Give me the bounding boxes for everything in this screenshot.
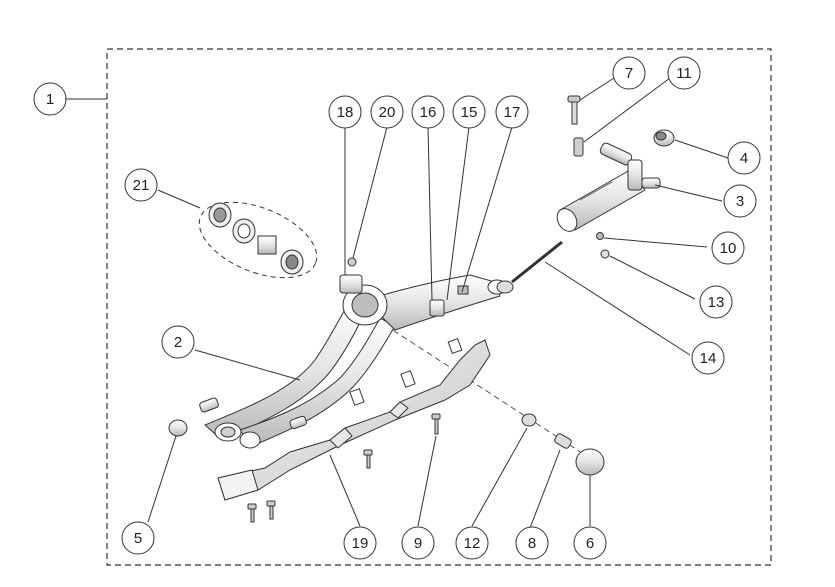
end-cap-part xyxy=(653,129,675,147)
svg-text:18: 18 xyxy=(337,104,354,121)
svg-text:10: 10 xyxy=(720,240,737,257)
svg-text:9: 9 xyxy=(414,535,422,552)
svg-text:11: 11 xyxy=(676,65,692,82)
svg-text:15: 15 xyxy=(461,104,478,121)
sleeve-part xyxy=(573,137,584,157)
svg-text:5: 5 xyxy=(134,530,142,547)
leader-lines xyxy=(66,77,729,529)
callout-12: 12 xyxy=(455,526,489,560)
plug-part xyxy=(168,419,188,437)
svg-text:21: 21 xyxy=(133,177,150,194)
callout-5: 5 xyxy=(121,521,155,555)
svg-text:17: 17 xyxy=(504,104,521,121)
fitting-part xyxy=(554,433,572,449)
svg-text:19: 19 xyxy=(352,535,369,552)
callout-19: 19 xyxy=(343,526,377,560)
svg-text:13: 13 xyxy=(708,294,725,311)
nut-part xyxy=(596,232,604,240)
callout-9: 9 xyxy=(401,526,435,560)
pin-part xyxy=(567,95,581,125)
svg-text:16: 16 xyxy=(420,104,437,121)
callout-16: 16 xyxy=(411,95,445,129)
callout-15: 15 xyxy=(452,95,486,129)
grease-nipple-part xyxy=(347,257,357,267)
runner-part xyxy=(217,338,491,501)
washer-small-part xyxy=(600,249,610,259)
callout-14: 14 xyxy=(691,341,725,375)
callout-1: 1 xyxy=(33,82,67,116)
callout-7: 7 xyxy=(612,56,646,90)
long-bolt-part xyxy=(496,240,563,294)
callout-3: 3 xyxy=(723,184,757,218)
badge-cap-part xyxy=(575,448,605,476)
callout-10: 10 xyxy=(711,231,745,265)
callout-2: 2 xyxy=(161,325,195,359)
callout-17: 17 xyxy=(495,95,529,129)
bearing-kit-group xyxy=(198,201,318,279)
svg-text:4: 4 xyxy=(740,150,748,167)
tube-part xyxy=(556,142,661,232)
bearing-set-part xyxy=(208,202,304,275)
callout-4: 4 xyxy=(727,141,761,175)
svg-text:7: 7 xyxy=(625,65,633,82)
svg-text:20: 20 xyxy=(379,104,396,121)
svg-text:12: 12 xyxy=(464,535,481,552)
callout-11: 11 xyxy=(667,56,701,90)
svg-text:14: 14 xyxy=(700,350,717,367)
screws-part xyxy=(247,413,441,523)
callout-20: 20 xyxy=(370,95,404,129)
svg-text:1: 1 xyxy=(46,91,54,108)
svg-text:8: 8 xyxy=(528,535,536,552)
assembly-boundary xyxy=(106,48,772,566)
callout-6: 6 xyxy=(573,526,607,560)
svg-text:3: 3 xyxy=(736,193,744,210)
svg-text:6: 6 xyxy=(586,535,594,552)
callout-21: 21 xyxy=(124,168,158,202)
callout-8: 8 xyxy=(515,526,549,560)
washer-part xyxy=(521,413,537,427)
callout-13: 13 xyxy=(699,285,733,319)
svg-text:2: 2 xyxy=(174,334,182,351)
callout-18: 18 xyxy=(328,95,362,129)
